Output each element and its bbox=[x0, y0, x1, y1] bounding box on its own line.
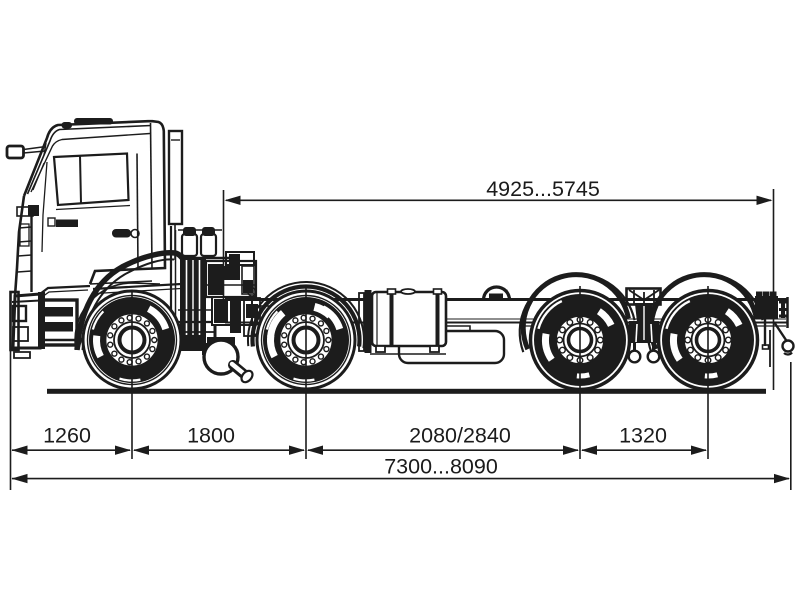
svg-text:7300...8090: 7300...8090 bbox=[384, 455, 498, 479]
svg-text:1320: 1320 bbox=[619, 423, 667, 447]
svg-text:4925...5745: 4925...5745 bbox=[486, 177, 600, 201]
svg-text:2080/2840: 2080/2840 bbox=[409, 423, 511, 447]
svg-text:1260: 1260 bbox=[43, 423, 91, 447]
svg-text:1800: 1800 bbox=[187, 423, 235, 447]
